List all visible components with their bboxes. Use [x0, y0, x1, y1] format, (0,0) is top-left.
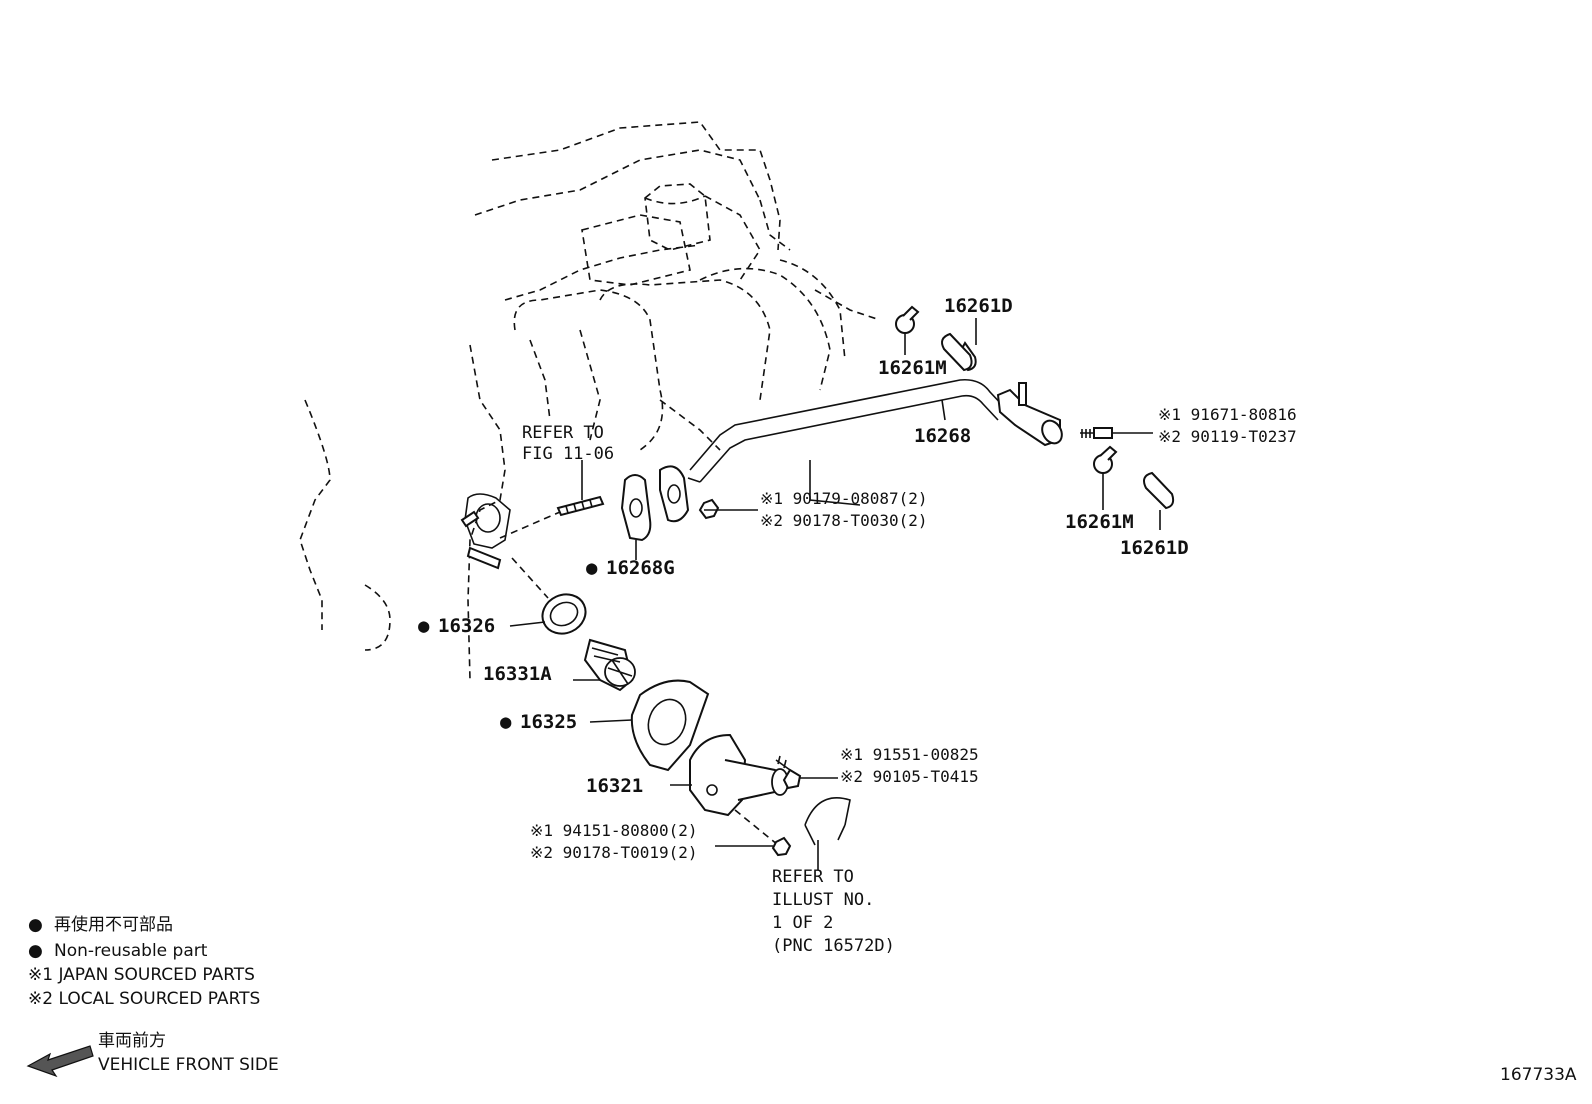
legend-bullet-jp: ● — [28, 915, 43, 935]
hose-16261D-right — [1143, 471, 1175, 510]
label-16268G: 16268G — [606, 557, 675, 579]
diagram-id: 167733A — [1500, 1065, 1577, 1085]
bolt-91671 — [1080, 427, 1113, 439]
nut-a-line1: ※1 90179-08087(2) — [760, 489, 928, 508]
legend: ● 再使用不可部品 ● Non-reusable part ※1 JAPAN S… — [26, 914, 279, 1078]
hose-clamp-16261M-right — [1093, 445, 1118, 474]
bolt-b-line1: ※1 91551-00825 — [840, 745, 979, 764]
vehicle-front-jp: 車両前方 — [98, 1031, 166, 1051]
bolt-91551 — [775, 755, 802, 790]
leader-lines — [509, 318, 1161, 870]
label-16268: 16268 — [914, 425, 971, 447]
non-reusable-mark-16326: ● — [418, 615, 430, 637]
nut-a-line2: ※2 90178-T0030(2) — [760, 511, 928, 530]
non-reusable-mark-16325: ● — [500, 711, 512, 733]
refer-illust-line1: REFER TO — [772, 867, 854, 887]
hose-16261D-top — [941, 332, 977, 372]
o-ring-16326 — [541, 593, 587, 635]
water-inlet-16321 — [689, 733, 789, 846]
part-labels: 16261D 16261M 16268 16261M 16261D ※1 916… — [418, 295, 1297, 956]
legend-bullet-en: ● — [28, 941, 43, 961]
stud — [556, 495, 605, 517]
gasket-16268G — [620, 474, 652, 542]
label-16261M-right: 16261M — [1065, 511, 1134, 533]
refer-fig-line2: FIG 11-06 — [522, 444, 614, 464]
engine-outline — [299, 121, 791, 681]
legend-local-sourced: ※2 LOCAL SOURCED PARTS — [28, 989, 260, 1009]
non-reusable-mark-16268G: ● — [586, 557, 598, 579]
radiator-hose — [804, 796, 851, 846]
label-16331A: 16331A — [483, 663, 552, 685]
refer-illust-line2: ILLUST NO. — [772, 890, 874, 910]
refer-fig-line1: REFER TO — [522, 423, 604, 443]
nut-b-line1: ※1 94151-80800(2) — [530, 821, 698, 840]
bolt-a-line1: ※1 91671-80816 — [1158, 405, 1297, 424]
legend-non-reusable-en: Non-reusable part — [54, 941, 208, 961]
refer-illust-line4: (PNC 16572D) — [772, 936, 895, 956]
nut-94151 — [771, 836, 792, 857]
thermostat-16331A — [583, 638, 636, 692]
throttle-body — [581, 183, 761, 286]
bolt-b-line2: ※2 90105-T0415 — [840, 767, 979, 786]
label-16261D-right: 16261D — [1120, 537, 1189, 559]
gasket-16325 — [630, 679, 710, 772]
nut-b-line2: ※2 90178-T0019(2) — [530, 843, 698, 862]
vehicle-front-en: VEHICLE FRONT SIDE — [98, 1055, 279, 1075]
label-16326: 16326 — [438, 615, 495, 637]
intake-manifold — [513, 259, 881, 451]
engine-water-outlet — [460, 493, 561, 599]
label-16325: 16325 — [520, 711, 577, 733]
hose-clamp-16261M-top — [895, 305, 920, 334]
bolt-a-line2: ※2 90119-T0237 — [1158, 427, 1297, 446]
legend-non-reusable-jp: 再使用不可部品 — [54, 914, 173, 935]
label-16321: 16321 — [586, 775, 643, 797]
bypass-pipe-16268 — [659, 378, 1063, 523]
vehicle-front-arrow-icon — [26, 1045, 94, 1078]
legend-japan-sourced: ※1 JAPAN SOURCED PARTS — [28, 965, 255, 985]
nut-90179 — [698, 498, 720, 520]
label-16261M-top: 16261M — [878, 357, 947, 379]
refer-illust-line3: 1 OF 2 — [772, 913, 833, 933]
label-16261D-top: 16261D — [944, 295, 1013, 317]
